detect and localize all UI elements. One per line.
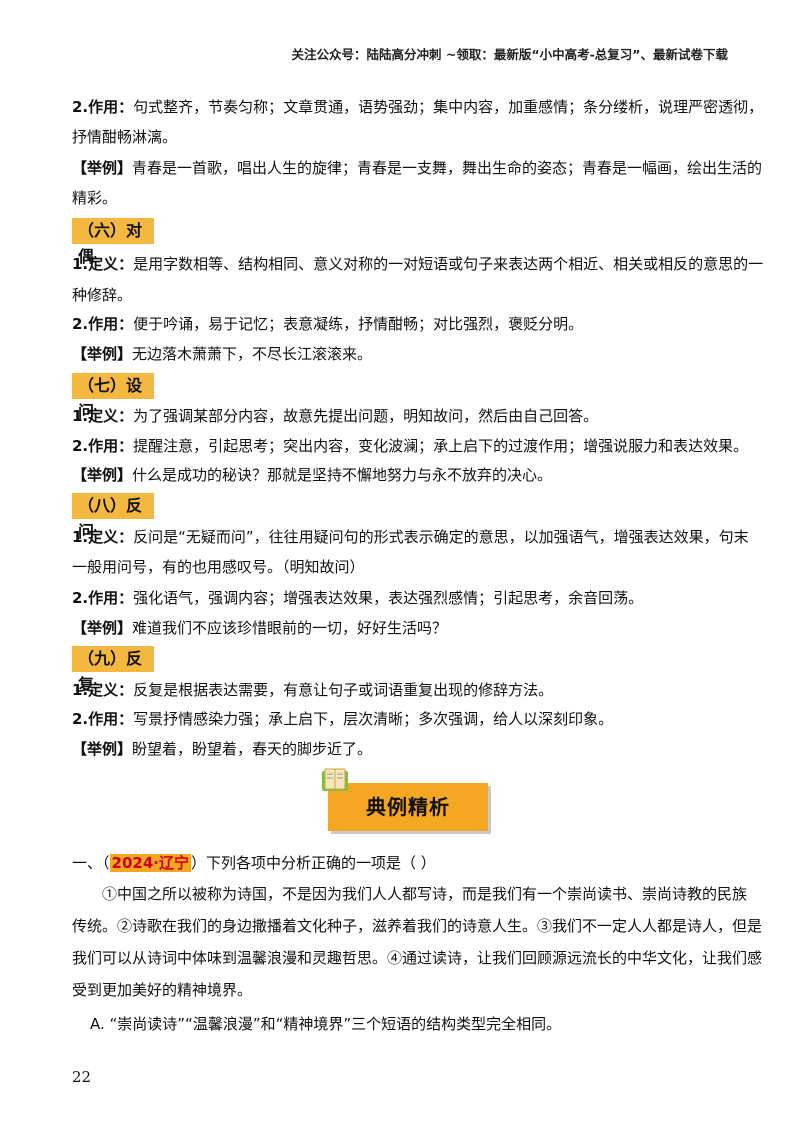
sec6-effect-line: 2.作用：便于吟诵，易于记忆；表意凝练，抒情酣畅；对比强烈，褒贬分明。 <box>72 314 732 334</box>
block1-effect-line2: 抒情酣畅淋漓。 <box>72 127 732 147</box>
effect-label: 2.作用： <box>72 710 134 728</box>
block1-example-line2: 精彩。 <box>72 188 732 208</box>
option-a: A. “崇尚读诗”“温馨浪漫”和“精神境界”三个短语的结构类型完全相同。 <box>90 1015 562 1033</box>
example-label: 【举例】 <box>72 345 133 363</box>
example-label: 【举例】 <box>72 740 133 758</box>
effect-text: 写景抒情感染力强；承上启下，层次清晰；多次强调，给人以深刻印象。 <box>133 710 614 728</box>
question-stem: 一、（2024·辽宁）下列各项中分析正确的一项是（ ） <box>72 852 436 873</box>
passage-line1: ①中国之所以被称为诗国，不是因为我们人人都写诗，而是我们有一个崇尚读书、崇尚诗教… <box>72 880 747 908</box>
section-title-fanfu: （九）反复 <box>72 646 154 694</box>
definition-label: 1.定义： <box>72 255 134 273</box>
passage-line2: 传统。②诗歌在我们的身边撒播着文化种子，滋养着我们的诗意人生。③我们不一定人人都… <box>72 917 763 935</box>
example-text: 难道我们不应该珍惜眼前的一切，好好生活吗？ <box>132 619 448 637</box>
definition-text: 一般用问号，有的也用感叹号。（明知故问） <box>72 558 365 576</box>
definition-text: 种修辞。 <box>72 286 133 304</box>
example-text: 精彩。 <box>72 189 118 207</box>
effect-label: 2.作用： <box>72 589 134 607</box>
sec7-definition-line: 1.定义：为了强调某部分内容，故意先提出问题，明知故问，然后由自己回答。 <box>72 406 732 426</box>
example-label: 【举例】 <box>72 619 133 637</box>
effect-text: 便于吟诵，易于记忆；表意凝练，抒情酣畅；对比强烈，褒贬分明。 <box>133 315 584 333</box>
definition-text: 反问是“无疑而问”，往往用疑问句的形式表示确定的意思，以加强语气，增强表达效果，… <box>133 528 749 546</box>
question-number: 一、（ <box>72 854 110 872</box>
page-number: 22 <box>72 1068 92 1086</box>
sec9-effect-line: 2.作用：写景抒情感染力强；承上启下，层次清晰；多次强调，给人以深刻印象。 <box>72 709 732 729</box>
block1-example-line1: 【举例】青春是一首歌，唱出人生的旋律；青春是一支舞，舞出生命的姿态；青春是一幅画… <box>72 158 762 178</box>
sec6-example-line: 【举例】无边落木萧萧下，不尽长江滚滚来。 <box>72 344 732 364</box>
page-header: 关注公众号：陆陆高分冲刺 ~领取：最新版“小中高考-总复习”、最新试卷下载 <box>291 47 728 62</box>
definition-text: 是用字数相等、结构相同、意义对称的一对短语或句子来表达两个相近、相关或相反的意思… <box>133 255 764 273</box>
sec6-definition-line2: 种修辞。 <box>72 285 732 305</box>
section-title-duiou: （六）对偶 <box>72 218 154 266</box>
effect-text: 抒情酣畅淋漓。 <box>72 128 178 146</box>
example-text: 无边落木萧萧下，不尽长江滚滚来。 <box>132 345 373 363</box>
sec9-example-line: 【举例】盼望着，盼望着，春天的脚步近了。 <box>72 739 732 759</box>
definition-label: 1.定义： <box>72 528 134 546</box>
passage-text: ①中国之所以被称为诗国，不是因为我们人人都写诗，而是我们有一个崇尚读书、崇尚诗教… <box>102 885 748 903</box>
definition-text: 反复是根据表达需要，有意让句子或词语重复出现的修辞方法。 <box>133 681 554 699</box>
sec8-effect-line: 2.作用：强化语气，强调内容；增强表达效果，表达强烈感情；引起思考，余音回荡。 <box>72 588 732 608</box>
block1-effect-line1: 2.作用：句式整齐，节奏匀称；文章贯通，语势强劲；集中内容，加重感情；条分缕析，… <box>72 97 763 117</box>
sec8-example-line: 【举例】难道我们不应该珍惜眼前的一切，好好生活吗？ <box>72 618 732 638</box>
example-text: 青春是一首歌，唱出人生的旋律；青春是一支舞，舞出生命的姿态；青春是一幅画，绘出生… <box>132 159 763 177</box>
sec6-definition-line1: 1.定义：是用字数相等、结构相同、意义对称的一对短语或句子来表达两个相近、相关或… <box>72 254 763 274</box>
section-title-fanwen: （八）反问 <box>72 493 154 541</box>
banner-title: 典例精析 <box>328 783 488 831</box>
question-text: ）下列各项中分析正确的一项是（ ） <box>190 854 436 872</box>
sec7-example-line: 【举例】什么是成功的秘诀？那就是坚持不懈地努力与永不放弃的决心。 <box>72 465 732 485</box>
effect-text: 句式整齐，节奏匀称；文章贯通，语势强劲；集中内容，加重感情；条分缕析，说理严密透… <box>133 98 764 116</box>
source-tag: 2024·辽宁 <box>109 854 191 872</box>
effect-text: 提醒注意，引起思考；突出内容，变化波澜；承上启下的过渡作用；增强说服力和表达效果… <box>133 437 749 455</box>
example-label: 【举例】 <box>72 159 133 177</box>
definition-text: 为了强调某部分内容，故意先提出问题，明知故问，然后由自己回答。 <box>133 407 599 425</box>
book-icon <box>322 768 348 791</box>
passage-line3: 我们可以从诗词中体味到温馨浪漫和灵趣哲思。④通过读诗，让我们回顾源远流长的中华文… <box>72 949 763 967</box>
definition-label: 1.定义： <box>72 681 134 699</box>
example-text: 什么是成功的秘诀？那就是坚持不懈地努力与永不放弃的决心。 <box>132 466 553 484</box>
sec7-effect-line: 2.作用：提醒注意，引起思考；突出内容，变化波澜；承上启下的过渡作用；增强说服力… <box>72 436 748 456</box>
effect-text: 强化语气，强调内容；增强表达效果，表达强烈感情；引起思考，余音回荡。 <box>133 589 644 607</box>
effect-label: 2.作用： <box>72 98 134 116</box>
section-banner: 典例精析 <box>318 765 494 833</box>
example-label: 【举例】 <box>72 466 133 484</box>
effect-label: 2.作用： <box>72 437 134 455</box>
passage-line4: 受到更加美好的精神境界。 <box>72 981 253 999</box>
sec9-definition-line: 1.定义：反复是根据表达需要，有意让句子或词语重复出现的修辞方法。 <box>72 680 732 700</box>
effect-label: 2.作用： <box>72 315 134 333</box>
sec8-definition-line1: 1.定义：反问是“无疑而问”，往往用疑问句的形式表示确定的意思，以加强语气，增强… <box>72 527 749 547</box>
example-text: 盼望着，盼望着，春天的脚步近了。 <box>132 740 373 758</box>
definition-label: 1.定义： <box>72 407 134 425</box>
sec8-definition-line2: 一般用问号，有的也用感叹号。（明知故问） <box>72 557 732 577</box>
section-title-shewen: （七）设问 <box>72 373 154 421</box>
